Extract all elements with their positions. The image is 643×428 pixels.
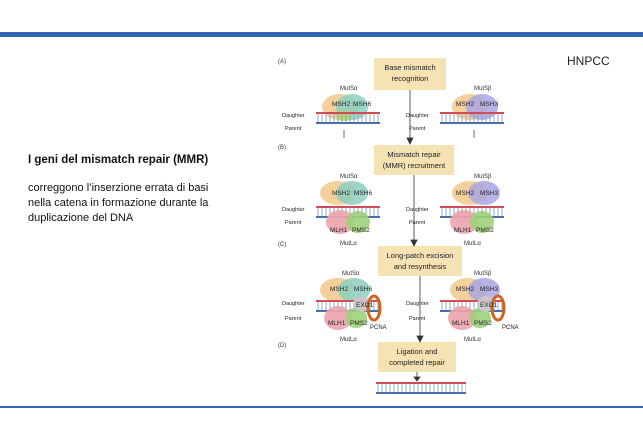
svg-text:Daughter: Daughter — [406, 301, 429, 307]
svg-text:PMS2: PMS2 — [474, 320, 492, 327]
svg-text:MutLα: MutLα — [464, 337, 481, 343]
svg-text:Parent: Parent — [409, 126, 426, 132]
panel-b-left: MutSα MSH2 MSH6 Daughter Parent MLH1 PMS… — [282, 174, 380, 247]
svg-text:PMS2: PMS2 — [352, 227, 370, 234]
panel-c-right: MutSβ MSH2 MSH3 Daughter Parent MLH1 PMS… — [406, 271, 519, 343]
svg-text:Mismatch repair: Mismatch repair — [387, 150, 441, 159]
svg-text:MSH2: MSH2 — [332, 190, 350, 197]
svg-text:MutLα: MutLα — [340, 241, 357, 247]
svg-text:MSH2: MSH2 — [332, 101, 350, 108]
svg-text:Daughter: Daughter — [406, 113, 429, 119]
mmr-figure: (A) (B) (C) (D) Base mismatch recognitio… — [276, 50, 532, 400]
panel-a-right: MutSβ MSH2 MSH3 Daughter Parent — [406, 86, 504, 138]
svg-text:Parent: Parent — [285, 220, 302, 226]
svg-text:Parent: Parent — [409, 316, 426, 322]
svg-text:Daughter: Daughter — [406, 207, 429, 213]
svg-text:EXO1: EXO1 — [356, 302, 374, 309]
panel-a-left: MutSα MSH2 MSH6 Daughter Parent — [282, 86, 380, 138]
svg-text:MSH2: MSH2 — [456, 190, 474, 197]
svg-text:PCNA: PCNA — [502, 325, 519, 331]
svg-text:and resynthesis: and resynthesis — [394, 262, 447, 271]
svg-text:MSH2: MSH2 — [330, 286, 348, 293]
bottom-accent-bar — [0, 406, 643, 408]
svg-text:MLH1: MLH1 — [328, 320, 346, 327]
svg-text:MSH3: MSH3 — [480, 101, 498, 108]
svg-text:Long-patch excision: Long-patch excision — [387, 251, 454, 260]
flow-arrows — [406, 90, 424, 382]
svg-text:recognition: recognition — [392, 74, 429, 83]
repaired-dna — [376, 382, 466, 394]
mmr-diagram: (A) (B) (C) (D) Base mismatch recognitio… — [278, 58, 519, 394]
svg-text:MutLα: MutLα — [464, 241, 481, 247]
step-box-excision: Long-patch excision and resynthesis — [378, 246, 462, 276]
svg-text:completed repair: completed repair — [389, 358, 445, 367]
svg-text:PCNA: PCNA — [370, 325, 387, 331]
svg-text:MLH1: MLH1 — [454, 227, 472, 234]
svg-text:MutSβ: MutSβ — [474, 174, 492, 180]
step-box-ligation: Ligation and completed repair — [378, 342, 456, 372]
svg-text:(MMR) recruitment: (MMR) recruitment — [383, 161, 446, 170]
svg-text:MLH1: MLH1 — [330, 227, 348, 234]
svg-text:MutSα: MutSα — [340, 174, 358, 180]
svg-text:MutSβ: MutSβ — [474, 271, 492, 277]
step-box-recognition: Base mismatch recognition — [374, 58, 446, 90]
svg-text:MutLα: MutLα — [340, 337, 357, 343]
panel-label-d: (D) — [278, 343, 286, 349]
svg-text:MutSα: MutSα — [342, 271, 360, 277]
svg-text:MSH3: MSH3 — [480, 286, 498, 293]
svg-text:Base mismatch: Base mismatch — [384, 63, 435, 72]
hnpcc-label: HNPCC — [567, 54, 610, 68]
svg-text:MSH6: MSH6 — [353, 101, 371, 108]
svg-text:MLH1: MLH1 — [452, 320, 470, 327]
slide-body-text: correggono l’inserzione errata di basi n… — [28, 182, 209, 224]
panel-b-right: MutSβ MSH2 MSH3 Daughter Parent MLH1 PMS… — [406, 174, 504, 247]
panel-label-c: (C) — [278, 242, 286, 248]
svg-text:PMS2: PMS2 — [350, 320, 368, 327]
svg-text:MSH6: MSH6 — [354, 190, 372, 197]
top-accent-bar — [0, 32, 643, 37]
svg-text:Daughter: Daughter — [282, 207, 305, 213]
svg-text:Daughter: Daughter — [282, 301, 305, 307]
panel-label-a: (A) — [278, 59, 286, 65]
svg-text:MSH2: MSH2 — [456, 101, 474, 108]
svg-text:EXO1: EXO1 — [480, 302, 498, 309]
svg-text:MSH2: MSH2 — [456, 286, 474, 293]
svg-text:MSH3: MSH3 — [480, 190, 498, 197]
svg-text:Parent: Parent — [285, 126, 302, 132]
svg-text:Daughter: Daughter — [282, 113, 305, 119]
panel-label-b: (B) — [278, 145, 286, 151]
step-box-recruitment: Mismatch repair (MMR) recruitment — [374, 145, 454, 175]
svg-text:MutSα: MutSα — [340, 86, 358, 92]
svg-text:MSH6: MSH6 — [354, 286, 372, 293]
svg-text:Ligation and: Ligation and — [397, 347, 438, 356]
svg-text:Parent: Parent — [409, 220, 426, 226]
svg-text:MutSβ: MutSβ — [474, 86, 492, 92]
panel-c-left: MutSα MSH2 MSH6 Daughter Parent MLH1 PMS… — [282, 271, 387, 343]
svg-text:PMS2: PMS2 — [476, 227, 494, 234]
slide-title: I geni del mismatch repair (MMR) — [28, 154, 209, 166]
svg-text:Parent: Parent — [285, 316, 302, 322]
